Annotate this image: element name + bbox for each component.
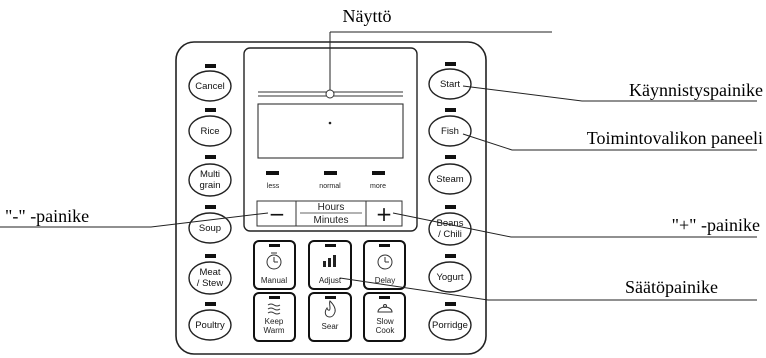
yogurt-button-label: Yogurt xyxy=(436,272,463,283)
led xyxy=(205,302,216,306)
keep-warm-button-label-1: Keep xyxy=(265,317,284,326)
led xyxy=(205,64,216,68)
callout-plus-button: "+" -painike xyxy=(672,215,760,235)
fish-button[interactable] xyxy=(428,115,472,147)
rice-button[interactable] xyxy=(188,115,232,147)
callout-lines xyxy=(0,31,757,301)
level-label-more: more xyxy=(370,183,386,190)
manual-button[interactable] xyxy=(253,240,296,290)
pressure-level-indicators: less normal more xyxy=(266,171,386,190)
manual-button-label: Manual xyxy=(261,276,287,285)
steam-button[interactable] xyxy=(428,163,472,195)
slow-cook-icon xyxy=(377,304,393,313)
adjust-callout-line xyxy=(339,277,757,301)
callout-start-button: Käynnistyspainike xyxy=(629,80,763,100)
mode-buttons-bottom: Keep Warm Sear Slow Cook xyxy=(253,292,406,342)
poultry-button-label: Poultry xyxy=(195,320,225,331)
heat-waves-icon xyxy=(267,303,281,315)
led xyxy=(269,296,280,299)
minus-button[interactable]: − xyxy=(269,202,286,226)
yogurt-button[interactable] xyxy=(428,261,472,293)
soup-button[interactable] xyxy=(188,212,232,244)
sear-button-label: Sear xyxy=(322,322,339,331)
led xyxy=(445,254,456,258)
time-control: − + Hours Minutes xyxy=(256,200,403,227)
porridge-button[interactable] xyxy=(428,309,472,341)
callout-display: Näyttö xyxy=(343,6,392,26)
led xyxy=(379,296,390,299)
multi-grain-button[interactable] xyxy=(188,163,232,197)
timer-icon xyxy=(266,252,282,270)
level-led xyxy=(266,171,279,175)
led xyxy=(325,296,336,299)
level-led xyxy=(372,171,385,175)
time-control-frame xyxy=(256,200,403,227)
start-callout-line xyxy=(462,85,757,102)
led xyxy=(205,108,216,112)
delay-button[interactable] xyxy=(363,240,406,290)
right-button-column: Start Fish Steam Beans / Chili Yogurt Po… xyxy=(428,62,472,341)
level-label-normal: normal xyxy=(319,183,341,190)
callout-menu-panel: Toimintovalikon paneeli xyxy=(587,128,763,148)
level-led xyxy=(324,171,337,175)
slow-cook-button[interactable] xyxy=(363,292,406,342)
left-button-column: Cancel Rice Multi grain Soup Meat / Stew… xyxy=(188,64,232,341)
meat-stew-button-label-1: Meat xyxy=(199,267,220,278)
poultry-button[interactable] xyxy=(188,309,232,341)
rice-button-label: Rice xyxy=(200,126,219,137)
start-button[interactable] xyxy=(428,68,472,100)
menu-callout-line xyxy=(462,133,757,151)
porridge-button-label: Porridge xyxy=(432,320,468,331)
delay-button-label: Delay xyxy=(375,276,395,285)
cancel-button-label: Cancel xyxy=(195,81,225,92)
minus-callout-line xyxy=(0,212,269,228)
beans-chili-button-label-2: / Chili xyxy=(438,229,462,240)
callout-adjust-button: Säätöpainike xyxy=(625,277,718,297)
lcd-screen xyxy=(257,103,404,159)
level-label-less: less xyxy=(267,183,280,190)
bar-chart-icon xyxy=(323,255,336,267)
led xyxy=(379,244,390,247)
led xyxy=(269,244,280,247)
led xyxy=(205,205,216,209)
slow-cook-button-label-1: Slow xyxy=(376,317,394,326)
callout-minus-button: "-" -painike xyxy=(5,206,89,226)
fish-button-label: Fish xyxy=(441,126,459,137)
led xyxy=(205,155,216,159)
meat-stew-button[interactable] xyxy=(188,261,232,295)
mode-buttons-top: Manual Adjust Delay xyxy=(253,240,406,290)
steam-button-label: Steam xyxy=(436,174,464,185)
flame-icon xyxy=(324,300,336,318)
adjust-button-label: Adjust xyxy=(319,276,342,285)
led xyxy=(445,155,456,159)
start-button-label: Start xyxy=(440,79,460,90)
led xyxy=(325,244,336,247)
cancel-button[interactable] xyxy=(188,70,232,102)
hours-label: Hours xyxy=(318,202,345,213)
led xyxy=(445,62,456,66)
multi-grain-button-label-1: Multi xyxy=(200,169,220,180)
keep-warm-button-label-2: Warm xyxy=(263,326,284,335)
keep-warm-button[interactable] xyxy=(253,292,296,342)
multi-grain-button-label-2: grain xyxy=(199,180,220,191)
display-dot xyxy=(328,121,332,125)
minutes-label: Minutes xyxy=(313,215,348,226)
meat-stew-button-label-2: / Stew xyxy=(197,278,224,289)
soup-button-label: Soup xyxy=(199,223,221,234)
plus-button[interactable]: + xyxy=(376,202,393,226)
slow-cook-button-label-2: Cook xyxy=(376,326,396,335)
display-indicator-icon xyxy=(325,89,335,99)
led xyxy=(445,302,456,306)
plus-callout-line xyxy=(392,212,757,238)
led xyxy=(445,205,456,209)
clock-icon xyxy=(377,254,393,270)
led xyxy=(445,108,456,112)
beans-chili-button-label-1: Beans xyxy=(437,218,464,229)
led xyxy=(205,254,216,258)
